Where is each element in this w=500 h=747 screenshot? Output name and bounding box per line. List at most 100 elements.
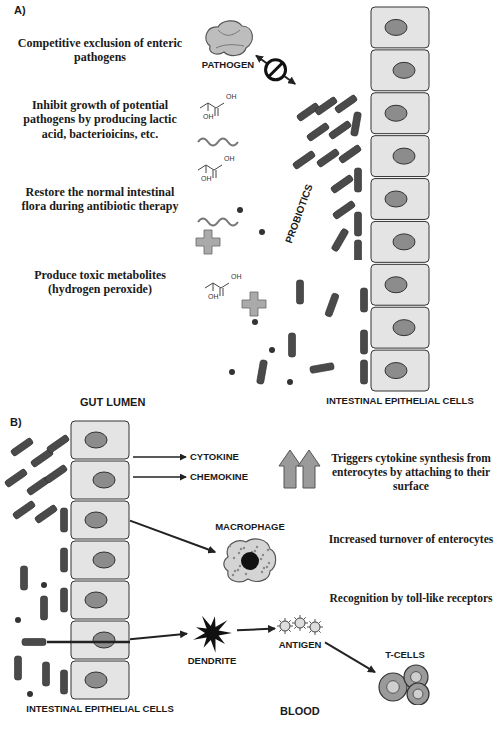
use-part <box>12 500 36 519</box>
node-label: MACROPHAGE <box>215 522 285 533</box>
probiotic-rod <box>338 144 362 163</box>
circle-part <box>267 549 269 551</box>
rect-part <box>371 307 429 348</box>
antigen-group-icon <box>277 615 323 635</box>
line-part <box>218 108 219 116</box>
rect-part <box>71 501 129 539</box>
macrophage-cell-icon <box>224 539 276 582</box>
circle-part <box>241 552 259 570</box>
use-part <box>43 662 50 686</box>
path-part <box>218 30 240 35</box>
pathogen-cell-shape <box>200 18 256 58</box>
connector-arrow <box>256 55 295 84</box>
probiotic-rod <box>306 122 330 141</box>
node-label: INTESTINAL EPITHELIAL CELLS <box>26 704 173 715</box>
circle-part <box>237 207 243 213</box>
circle-part <box>233 557 235 559</box>
probiotic-rod <box>328 120 352 139</box>
use-part <box>256 360 267 385</box>
epithelium-column-icon <box>70 421 130 699</box>
region-label: BLOOD <box>280 705 320 717</box>
use-part <box>34 504 58 523</box>
circle-part <box>239 565 241 567</box>
circle-part <box>256 546 258 548</box>
rect-part <box>371 221 429 262</box>
polygon-part <box>298 450 320 488</box>
circle-part <box>379 673 407 701</box>
line-part <box>215 108 216 116</box>
circle-part <box>237 569 239 571</box>
dendritic-cell-shape <box>187 612 237 654</box>
probiotic-rod <box>355 168 362 192</box>
probiotic-cluster: PROBIOTICS <box>282 84 366 260</box>
ellipse-part <box>385 277 407 293</box>
path-part <box>206 21 253 56</box>
epithelium-column-shape <box>370 6 430 392</box>
rect-part <box>71 541 129 579</box>
t-cell-cluster: T-CELLS <box>375 650 435 705</box>
ellipse-part <box>85 512 107 528</box>
circle-part <box>266 60 286 80</box>
node-label: INTESTINAL EPITHELIAL CELLS <box>326 396 473 407</box>
lactic-acid-molecule <box>198 103 229 296</box>
ellipse-part <box>93 632 115 648</box>
antigen-group: ANTIGEN <box>275 612 325 651</box>
use-part <box>361 288 368 312</box>
circle-part <box>266 566 268 568</box>
circle-part <box>229 545 231 547</box>
path-part <box>198 219 238 226</box>
circle-part <box>240 548 242 550</box>
dendritic-cell: DENDRITE <box>187 612 237 667</box>
circle-part <box>268 562 270 564</box>
use-part <box>361 360 368 384</box>
mechanism-text: Increased turnover of enterocytes <box>326 533 496 547</box>
use-part <box>22 639 46 646</box>
rect-part <box>371 93 429 134</box>
node-label: T-CELLS <box>385 650 425 661</box>
secretion-arrow <box>133 457 186 477</box>
polyline-part <box>198 165 222 170</box>
circle-part <box>243 547 245 549</box>
rect-part <box>71 621 129 659</box>
circle-part <box>387 681 400 694</box>
dots <box>15 582 47 697</box>
line-part <box>133 476 186 478</box>
rect-part <box>371 179 429 220</box>
dendritic-cell-icon <box>193 616 232 653</box>
blocked-symbol <box>266 60 286 80</box>
chemical-group: OH <box>226 93 237 100</box>
chemical-group: OH <box>201 175 212 182</box>
circle-part <box>263 567 265 569</box>
probiotic-rod <box>314 96 338 115</box>
path-part <box>242 292 266 316</box>
use-part <box>10 437 34 456</box>
circle-part <box>232 574 234 576</box>
use-part <box>46 434 70 453</box>
circle-part <box>260 558 262 560</box>
ellipse-part <box>93 472 115 488</box>
connector-arrow <box>130 634 187 640</box>
t-cell-cluster-icon <box>379 665 429 705</box>
use-part <box>61 548 68 572</box>
mechanism-text: Inhibit growth of potential pathogens by… <box>12 98 188 141</box>
circle-part <box>254 550 256 552</box>
node-label: PROBIOTICS <box>283 183 315 245</box>
use-part <box>310 362 335 373</box>
mechanism-text: Recognition by toll-like receptors <box>326 592 496 606</box>
t-cell-cluster-shape <box>375 663 435 705</box>
rect-part <box>71 421 129 459</box>
probiotic-rod <box>334 94 358 113</box>
epithelium-column-shape <box>70 420 130 700</box>
line-part <box>223 288 224 296</box>
macrophage-cell-shape <box>220 535 280 585</box>
ellipse-part <box>385 105 407 121</box>
circle-part <box>287 379 293 385</box>
ellipse-part <box>93 552 115 568</box>
line-part <box>213 283 214 291</box>
circle-part <box>252 319 258 325</box>
circle-part <box>259 229 265 235</box>
hydrogen-peroxide <box>196 230 266 316</box>
use-part <box>325 293 340 318</box>
ellipse-part <box>385 19 407 35</box>
probiotic-rod <box>331 228 349 252</box>
